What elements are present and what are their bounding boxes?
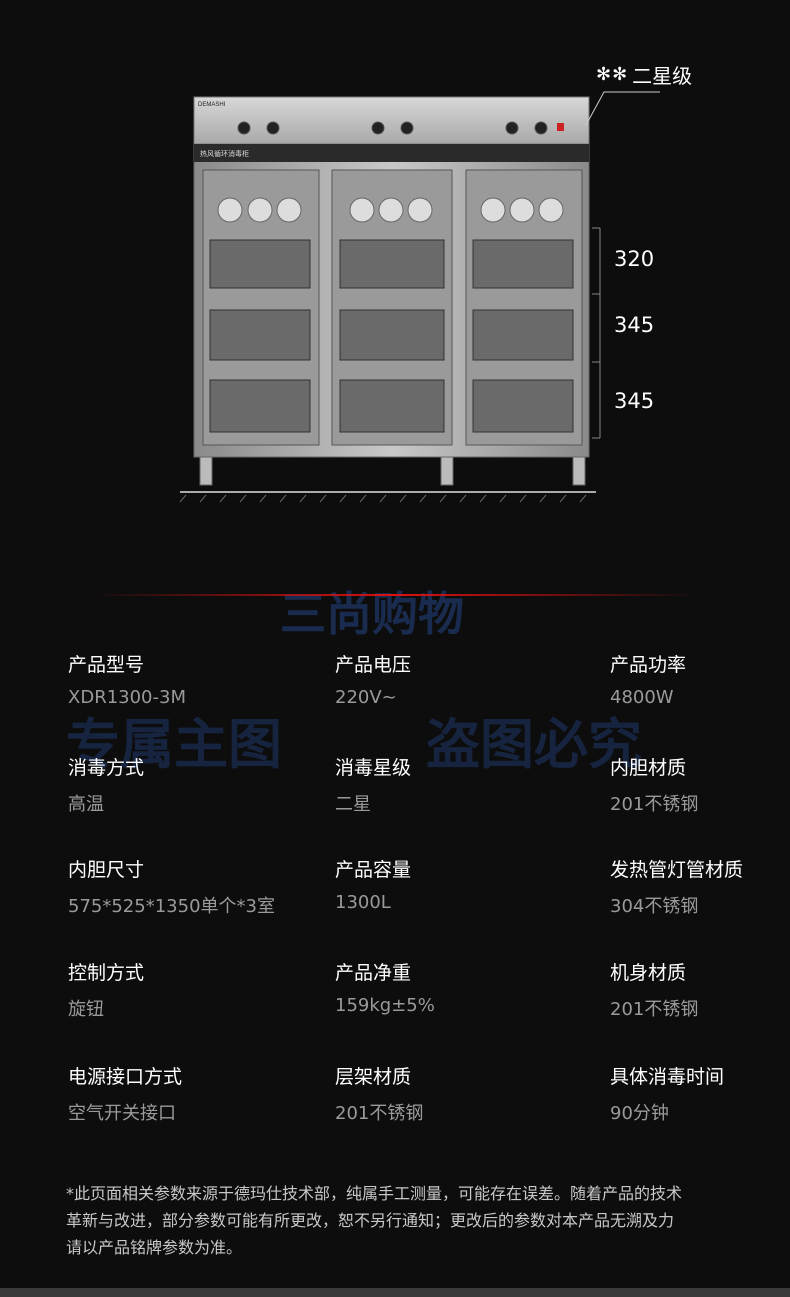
shop-watermark: 三尚购物 bbox=[280, 587, 464, 641]
spec-value: 二星 bbox=[335, 794, 371, 815]
spec-power: 产品功率 4800W bbox=[610, 650, 686, 708]
spec-label: 产品容量 bbox=[335, 859, 412, 881]
spec-disinfection-method: 消毒方式 高温 bbox=[68, 753, 144, 816]
spec-value: 575*525*1350单个*3室 bbox=[68, 896, 275, 917]
spec-star-level: 消毒星级 二星 bbox=[335, 753, 411, 816]
spec-power-interface: 电源接口方式 空气开关接口 bbox=[68, 1062, 182, 1125]
spec-label: 电源接口方式 bbox=[68, 1066, 183, 1088]
spec-value: 159kg±5% bbox=[335, 995, 435, 1016]
disinfection-cabinet-illustration: DEMASHI 热风循环消毒柜 bbox=[179, 91, 660, 503]
bottom-bar bbox=[0, 1288, 790, 1297]
spec-label: 消毒星级 bbox=[335, 757, 412, 779]
dimension-3: 345 bbox=[614, 389, 655, 413]
spec-label: 产品型号 bbox=[68, 654, 145, 676]
panel-title: 热风循环消毒柜 bbox=[200, 149, 249, 158]
spec-capacity: 产品容量 1300L bbox=[335, 855, 411, 913]
spec-label: 产品净重 bbox=[335, 962, 412, 984]
spec-label: 产品功率 bbox=[610, 654, 687, 676]
spec-label: 控制方式 bbox=[68, 962, 145, 984]
spec-value: 旋钮 bbox=[68, 999, 104, 1020]
spec-voltage: 产品电压 220V~ bbox=[335, 650, 411, 708]
spec-value: 90分钟 bbox=[610, 1103, 669, 1124]
spec-value: XDR1300-3M bbox=[68, 687, 186, 708]
spec-value: 空气开关接口 bbox=[68, 1103, 176, 1124]
spec-label: 内胆材质 bbox=[610, 757, 687, 779]
spec-label: 内胆尺寸 bbox=[68, 859, 145, 881]
watermark-left: 专属主图 bbox=[66, 713, 282, 776]
note-line: *此页面相关参数来源于德玛仕技术部，纯属手工测量，可能存在误差。随着产品的技术 bbox=[66, 1184, 683, 1203]
spec-body-material: 机身材质 201不锈钢 bbox=[610, 958, 698, 1021]
spec-label: 具体消毒时间 bbox=[610, 1066, 725, 1088]
spec-value: 1300L bbox=[335, 892, 391, 913]
spec-model: 产品型号 XDR1300-3M bbox=[68, 650, 186, 708]
spec-liner-material: 内胆材质 201不锈钢 bbox=[610, 753, 698, 816]
spec-value: 4800W bbox=[610, 687, 674, 708]
divider-redline bbox=[90, 594, 700, 596]
spec-value: 304不锈钢 bbox=[610, 896, 699, 917]
disclaimer-note: *此页面相关参数来源于德玛仕技术部，纯属手工测量，可能存在误差。随着产品的技术 … bbox=[66, 1180, 756, 1261]
dimension-2: 345 bbox=[614, 313, 655, 337]
note-line: 请以产品铭牌参数为准。 bbox=[66, 1238, 243, 1257]
spec-net-weight: 产品净重 159kg±5% bbox=[335, 958, 435, 1016]
star-level-label: ✻✻ 二星级 bbox=[596, 60, 692, 89]
brand-label: DEMASHI bbox=[198, 102, 226, 108]
spec-value: 201不锈钢 bbox=[610, 999, 699, 1020]
note-line: 革新与改进，部分参数可能有所更改，恕不另行通知；更改后的参数对本产品无溯及力 bbox=[66, 1211, 675, 1230]
spec-label: 机身材质 bbox=[610, 962, 687, 984]
watermark-right: 盗图必究 bbox=[426, 713, 642, 776]
spec-shelf-material: 层架材质 201不锈钢 bbox=[335, 1062, 423, 1125]
spec-heater-material: 发热管灯管材质 304不锈钢 bbox=[610, 855, 743, 918]
star-level-text: 二星级 bbox=[632, 64, 693, 88]
spec-label: 层架材质 bbox=[335, 1066, 412, 1088]
spec-control: 控制方式 旋钮 bbox=[68, 958, 144, 1021]
star-icon: ✻✻ bbox=[596, 64, 629, 85]
spec-value: 201不锈钢 bbox=[335, 1103, 424, 1124]
product-hero: DEMASHI 热风循环消毒柜 ✻✻ 二星级 320 345 345 bbox=[0, 0, 790, 600]
spec-disinfection-time: 具体消毒时间 90分钟 bbox=[610, 1062, 724, 1125]
spec-liner-size: 内胆尺寸 575*525*1350单个*3室 bbox=[68, 855, 275, 918]
spec-label: 产品电压 bbox=[335, 654, 412, 676]
spec-value: 高温 bbox=[68, 794, 104, 815]
spec-value: 201不锈钢 bbox=[610, 794, 699, 815]
dimension-1: 320 bbox=[614, 247, 655, 271]
spec-label: 发热管灯管材质 bbox=[610, 859, 744, 881]
spec-value: 220V~ bbox=[335, 687, 397, 708]
spec-label: 消毒方式 bbox=[68, 757, 145, 779]
